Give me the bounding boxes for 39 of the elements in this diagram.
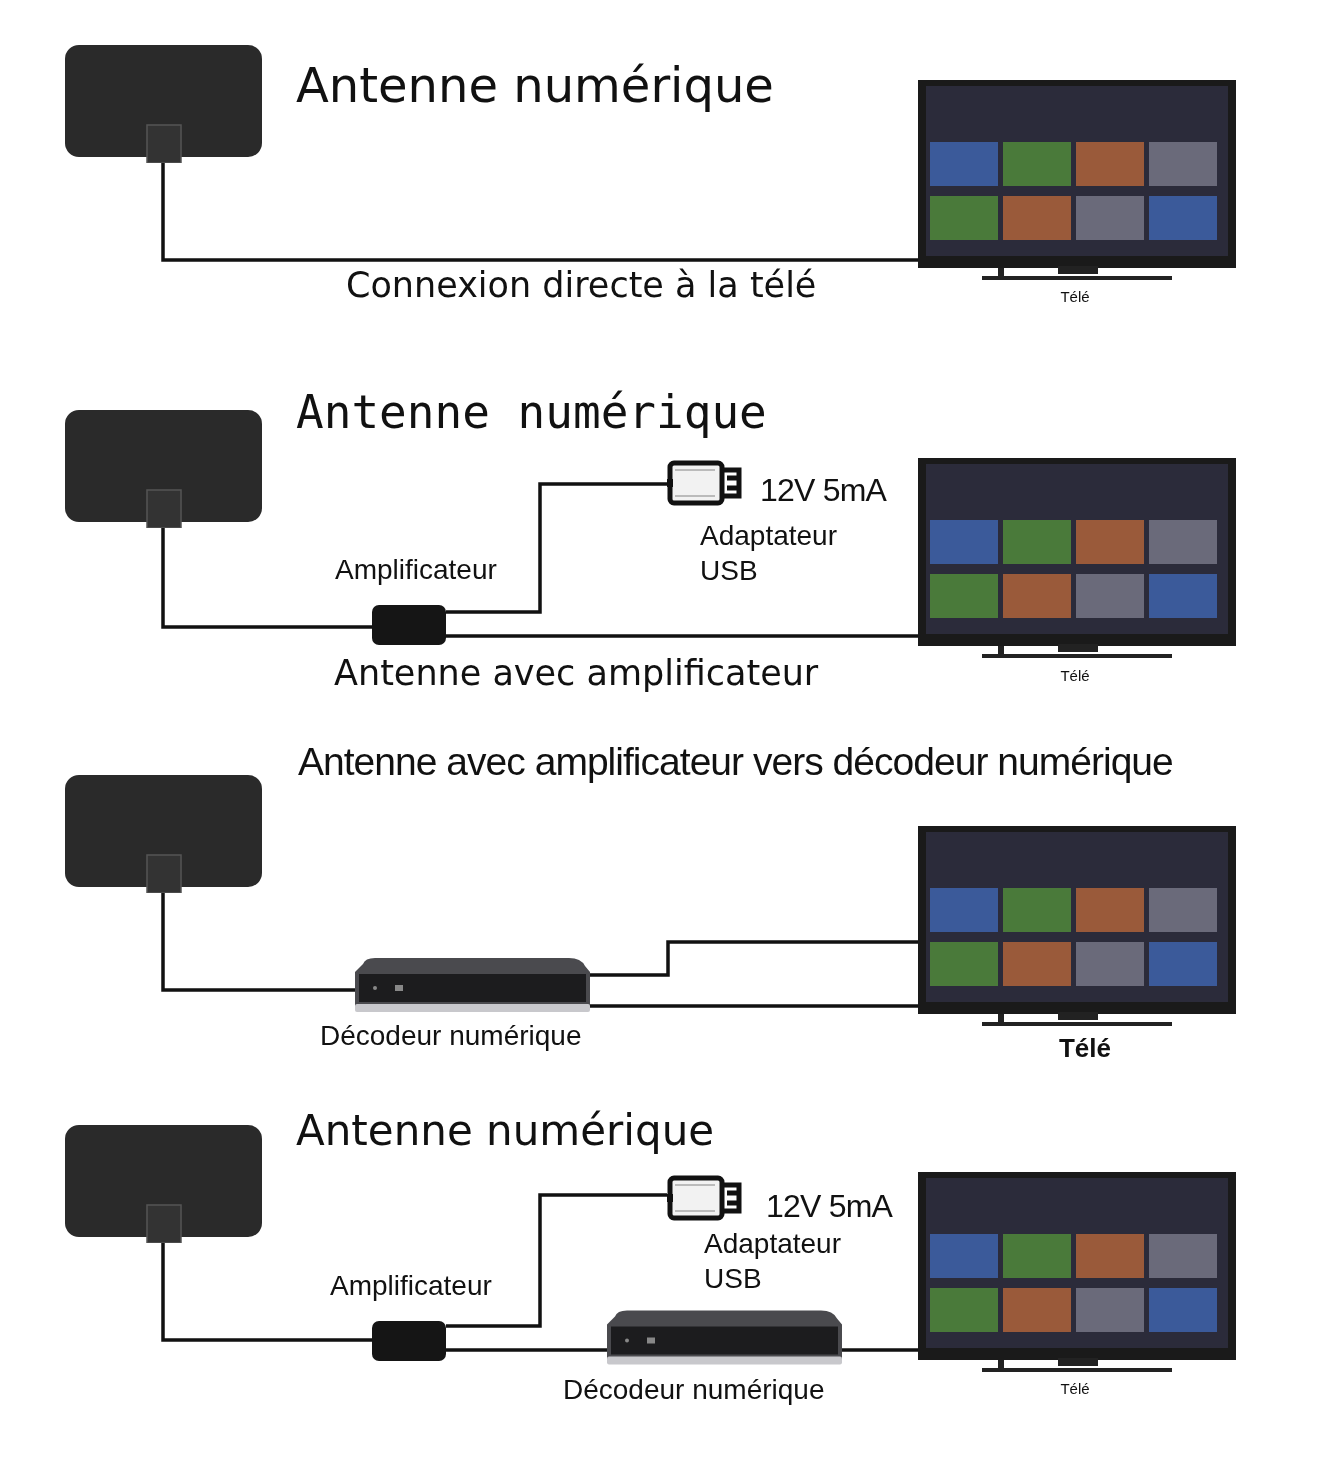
section-heading: Antenne numérique: [296, 384, 767, 441]
usb-adapter-drawing: [667, 460, 745, 506]
cable-line: [446, 1348, 607, 1352]
device-caption: Télé: [1059, 667, 1091, 686]
cable-line: [161, 1243, 372, 1342]
flat-antenna-drawing: [65, 1125, 262, 1243]
cable-line: [842, 1348, 918, 1352]
usb-adapter-drawing: [667, 1175, 745, 1221]
section-heading: Antenne numérique: [296, 1105, 715, 1157]
device-caption: Amplificateur: [335, 553, 498, 587]
device-caption: 12V 5mA: [760, 471, 888, 510]
cable-line: [161, 528, 372, 629]
device-caption: Adaptateur USB: [700, 519, 838, 588]
decoder-box-drawing: [355, 958, 590, 1012]
cable-line: [590, 940, 918, 977]
section-heading: Connexion directe à la télé: [346, 264, 817, 307]
section-heading: Antenne avec amplificateur vers décodeur numérique: [298, 739, 1173, 785]
cable-line: [590, 1004, 918, 1008]
device-caption: 12V 5mA: [766, 1187, 894, 1226]
device-caption: Télé: [1059, 288, 1091, 307]
flat-antenna-drawing: [65, 775, 262, 893]
amplifier-drawing: [372, 605, 446, 645]
device-caption: Amplificateur: [330, 1269, 493, 1303]
section-heading: Antenne avec amplificateur: [334, 652, 819, 695]
device-caption: Adaptateur USB: [704, 1227, 842, 1296]
cable-line: [446, 1193, 667, 1328]
amplifier-drawing: [372, 1320, 446, 1362]
device-caption: Décodeur numérique: [320, 1019, 583, 1053]
decoder-box-drawing: [607, 1310, 842, 1365]
cable-line: [161, 893, 355, 992]
device-caption: Télé: [1058, 1032, 1112, 1065]
device-caption: Décodeur numérique: [563, 1373, 826, 1407]
cable-line: [161, 163, 918, 262]
section-heading: Antenne numérique: [296, 56, 774, 115]
cable-line: [446, 634, 918, 638]
flat-antenna-drawing: [65, 410, 262, 528]
device-caption: Télé: [1059, 1380, 1091, 1399]
cable-line: [446, 482, 667, 614]
flat-antenna-drawing: [65, 45, 262, 163]
